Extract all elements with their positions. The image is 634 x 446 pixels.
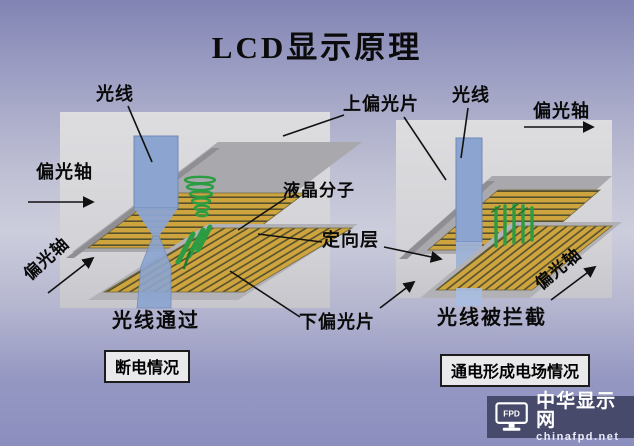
line-upper-pol-right — [403, 116, 447, 181]
fpd-monitor-icon: FPD — [495, 401, 528, 431]
left-lc-molecules-tilted — [175, 224, 213, 270]
lower-polarizer-label: 下偏光片 — [299, 312, 375, 332]
page-title: LCD显示原理 — [211, 30, 423, 65]
right-lower-polarizer — [420, 222, 622, 298]
upper-polarizer-label: 上偏光片 — [343, 94, 419, 114]
line-upper-pol-left — [282, 114, 345, 137]
right-light-label: 光线 — [452, 85, 490, 105]
right-polarization-axis-label: 偏光轴 — [533, 101, 590, 121]
light-passes-label: 光线通过 — [112, 310, 200, 332]
arrow-align-right — [383, 246, 443, 263]
right-light-beam-stub — [456, 288, 482, 306]
pointer-lines — [28, 105, 597, 318]
alignment-layer-label: 定向层 — [322, 230, 379, 250]
power-off-caption: 断电情况 — [104, 350, 191, 383]
power-on-caption: 通电形成电场情况 — [440, 354, 591, 387]
right-light-beam-top — [455, 137, 483, 243]
line-align-left — [257, 233, 323, 243]
right-lc-molecules-vertical — [491, 203, 534, 248]
logo-domain: chinafpd.net — [536, 430, 620, 443]
lc-molecules-label: 液晶分子 — [283, 181, 355, 200]
arrow-axis-right-bottom — [550, 265, 597, 301]
left-light-label: 光线 — [96, 84, 134, 104]
arrow-axis-left-bottom — [47, 256, 95, 294]
light-blocked-label: 光线被拦截 — [437, 307, 547, 329]
line-light-left — [127, 105, 153, 163]
logo-text: 中华显示网 chinafpd.net — [536, 392, 634, 443]
arrow-lower-pol-right — [379, 280, 416, 309]
left-lc-helix — [183, 175, 217, 218]
left-light-beam-blade — [136, 235, 172, 309]
line-light-right — [460, 107, 469, 159]
line-lower-pol-left — [229, 270, 301, 318]
logo-site-name: 中华显示网 — [536, 390, 617, 431]
line-lc — [237, 197, 287, 231]
fpd-icon-text: FPD — [503, 408, 520, 418]
chinafpd-logo: FPD 中华显示网 chinafpd.net — [487, 392, 634, 442]
left-light-beam-top — [133, 135, 179, 236]
left-polarization-axis-label: 偏光轴 — [36, 162, 93, 182]
